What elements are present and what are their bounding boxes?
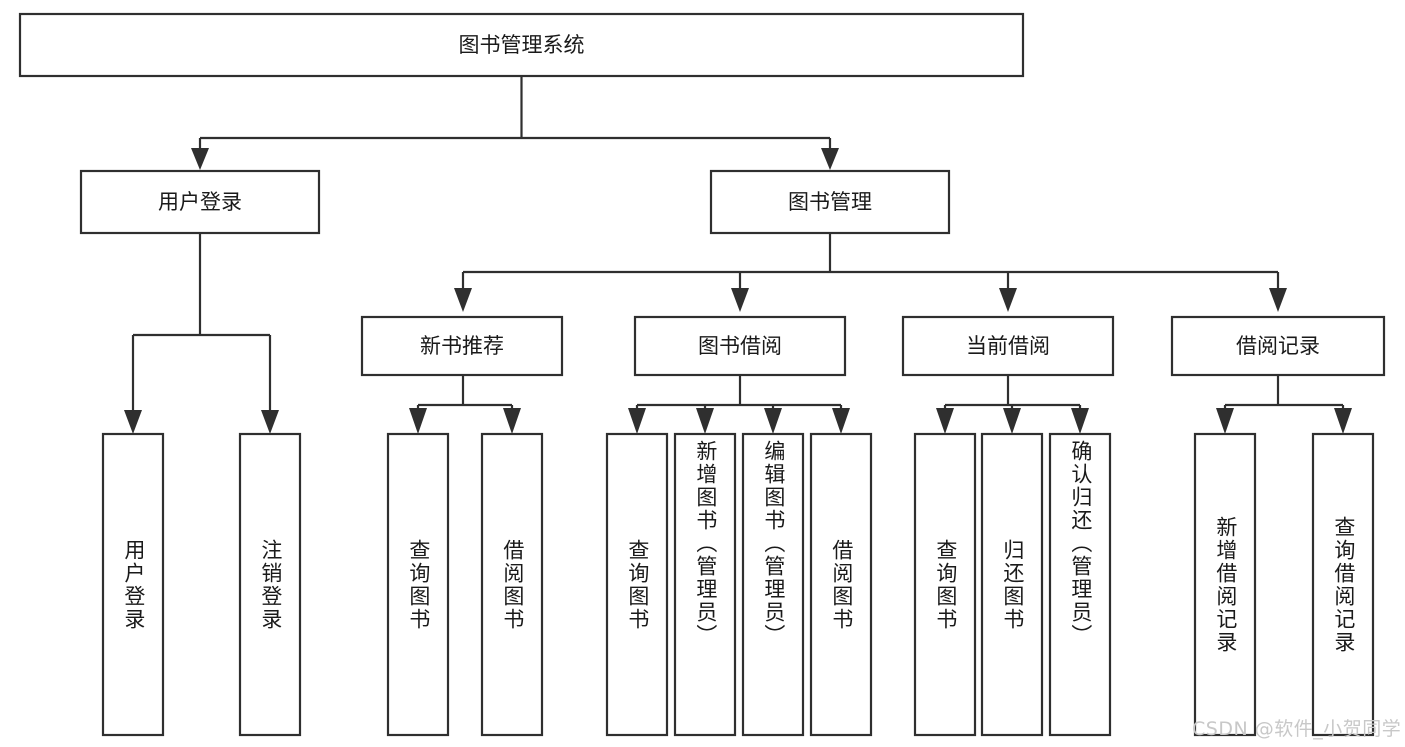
node-book-borrow[interactable]: 图书借阅: [633, 315, 847, 377]
node-book-borrow-label: 图书借阅: [698, 334, 782, 358]
arrow-head-leaf-bookborrow-3: [764, 408, 782, 434]
node-book-management-box[interactable]: [709, 169, 951, 235]
arrow-head-leaf-currentborrow-1: [936, 408, 954, 434]
leaf-box-user-login-2[interactable]: [238, 432, 302, 737]
node-book-management[interactable]: 图书管理: [709, 169, 951, 235]
csdn-watermark: CSDN @软件_小贺同学: [1192, 718, 1402, 740]
node-new-book-recommend-label: 新书推荐: [420, 334, 504, 358]
node-new-book-recommend[interactable]: 新书推荐: [360, 315, 564, 377]
leaf-group-borrow-record: [1193, 432, 1375, 737]
leaf-box-newbook-2[interactable]: [480, 432, 544, 737]
connector-group-bookmgmt-children: [454, 233, 1287, 312]
leaf-box-bookborrow-3[interactable]: [741, 432, 805, 737]
arrow-head-leaf-newbook-1: [409, 408, 427, 434]
leaf-box-borrowrecord-1[interactable]: [1193, 432, 1257, 737]
connector-group-userlogin-children: [124, 233, 279, 434]
node-borrow-record-box[interactable]: [1170, 315, 1386, 377]
leaf-box-bookborrow-1[interactable]: [605, 432, 669, 737]
connector-group-bookborrow-children: [628, 375, 850, 434]
node-book-management-label: 图书管理: [788, 190, 872, 214]
arrow-head-leaf-user-login-1: [124, 410, 142, 434]
leaf-group-user-login: [101, 432, 302, 737]
node-user-login-box[interactable]: [79, 169, 321, 235]
node-current-borrow[interactable]: 当前借阅: [901, 315, 1115, 377]
arrow-head-level2-new-book: [454, 288, 472, 312]
arrow-head-userlogin: [191, 148, 209, 170]
leaf-box-user-login-1[interactable]: [101, 432, 165, 737]
leaf-group-current-borrow: [913, 432, 1112, 737]
node-current-borrow-label: 当前借阅: [966, 334, 1050, 358]
arrow-head-leaf-user-login-2: [261, 410, 279, 434]
arrow-head-leaf-borrowrecord-1: [1216, 408, 1234, 434]
leaf-box-bookborrow-4[interactable]: [809, 432, 873, 737]
connector-group-borrowrecord-children: [1216, 375, 1352, 434]
arrow-head-leaf-bookborrow-4: [832, 408, 850, 434]
arrow-head-level2-book-borrow: [731, 288, 749, 312]
arrow-head-leaf-currentborrow-2: [1003, 408, 1021, 434]
leaf-box-borrowrecord-2[interactable]: [1311, 432, 1375, 737]
leaf-box-currentborrow-3[interactable]: [1048, 432, 1112, 737]
node-borrow-record[interactable]: 借阅记录: [1170, 315, 1386, 377]
node-current-borrow-box[interactable]: [901, 315, 1115, 377]
connector-group-newbook-children: [409, 375, 521, 434]
node-new-book-recommend-box[interactable]: [360, 315, 564, 377]
node-root[interactable]: 图书管理系统: [18, 12, 1025, 78]
leaf-box-newbook-1[interactable]: [386, 432, 450, 737]
leaf-box-currentborrow-1[interactable]: [913, 432, 977, 737]
node-root-box[interactable]: [18, 12, 1025, 78]
arrow-head-level2-borrow-record: [1269, 288, 1287, 312]
arrow-head-level2-current-borrow: [999, 288, 1017, 312]
connector-group-currentborrow-children: [936, 375, 1089, 434]
connector-group-root-to-level1: [191, 77, 839, 170]
node-user-login-label: 用户登录: [158, 190, 242, 214]
arrow-head-bookmgmt: [821, 148, 839, 170]
arrow-head-leaf-currentborrow-3: [1071, 408, 1089, 434]
leaf-group-new-book-recommend: [386, 432, 544, 737]
arrow-head-leaf-newbook-2: [503, 408, 521, 434]
arrow-head-leaf-borrowrecord-2: [1334, 408, 1352, 434]
node-user-login[interactable]: 用户登录: [79, 169, 321, 235]
node-borrow-record-label: 借阅记录: [1236, 334, 1320, 358]
node-book-borrow-box[interactable]: [633, 315, 847, 377]
arrow-head-leaf-bookborrow-2: [696, 408, 714, 434]
leaf-group-book-borrow: [605, 432, 873, 737]
leaf-box-bookborrow-2[interactable]: [673, 432, 737, 737]
node-root-label: 图书管理系统: [459, 33, 585, 57]
arrow-head-leaf-bookborrow-1: [628, 408, 646, 434]
leaf-box-currentborrow-2[interactable]: [980, 432, 1044, 737]
